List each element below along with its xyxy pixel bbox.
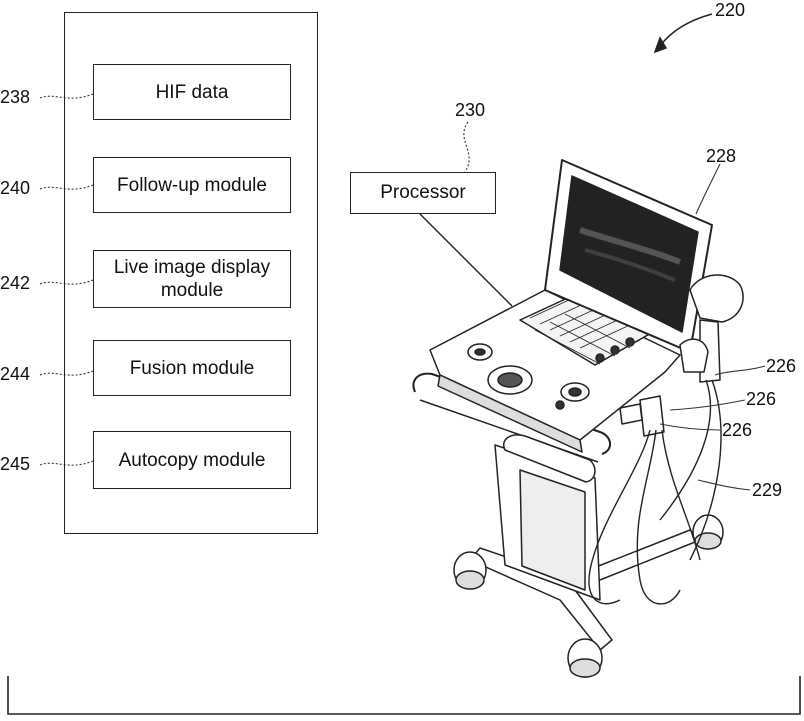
figure-ref-label: 220 (715, 0, 745, 21)
autocopy-module-ref: 245 (0, 454, 30, 475)
hif-data-label: HIF data (156, 81, 229, 104)
probe-b-ref: 226 (746, 389, 776, 410)
display-ref: 228 (706, 146, 736, 167)
processor-leader (464, 122, 469, 172)
fusion-module-ref: 244 (0, 364, 30, 385)
live-image-display-module-label: Live image display module (106, 256, 278, 302)
hif-data-block: HIF data (93, 64, 291, 120)
fusion-module-label: Fusion module (130, 357, 255, 380)
system-bracket (8, 676, 800, 714)
follow-up-module-label: Follow-up module (117, 174, 267, 197)
hif-data-ref: 238 (0, 87, 30, 108)
follow-up-module-ref: 240 (0, 178, 30, 199)
probe-a-ref: 226 (766, 356, 796, 377)
processor-block: Processor (350, 172, 496, 214)
autocopy-module-label: Autocopy module (119, 449, 266, 472)
wheel-left (454, 552, 486, 589)
processor-label: Processor (380, 182, 466, 204)
live-image-display-module-block: Live image display module (93, 250, 291, 308)
live-image-display-module-ref: 242 (0, 273, 30, 294)
wheel-front (568, 639, 602, 677)
follow-up-module-block: Follow-up module (93, 157, 291, 213)
ultrasound-cart (414, 160, 744, 677)
figure-arrow (655, 14, 712, 52)
cable-ref: 229 (752, 480, 782, 501)
probe-c-ref: 226 (722, 420, 752, 441)
processor-ref: 230 (455, 100, 485, 121)
fusion-module-block: Fusion module (93, 340, 291, 396)
processor-connector (420, 214, 512, 306)
autocopy-module-block: Autocopy module (93, 431, 291, 489)
